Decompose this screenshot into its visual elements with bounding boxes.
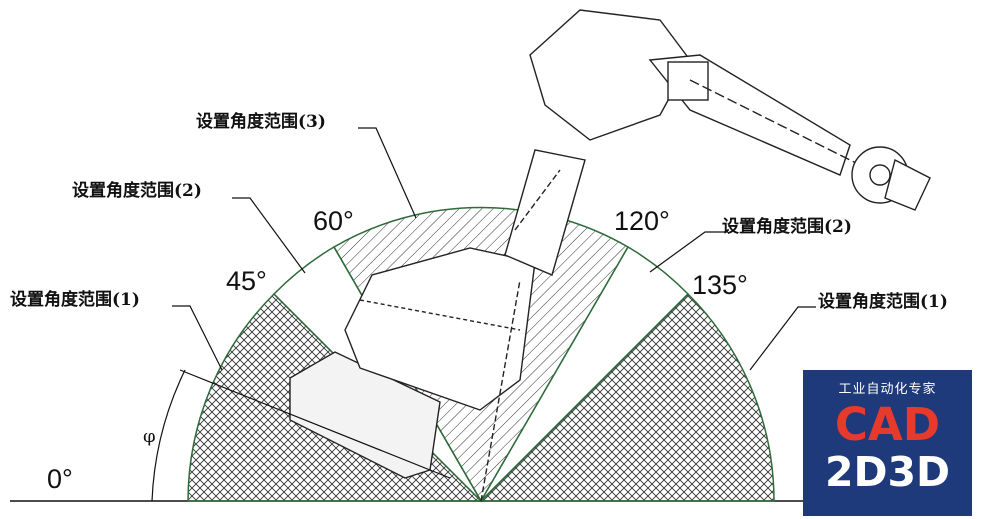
badge-cad-text: CAD — [834, 398, 941, 451]
phi-arc — [151, 369, 186, 502]
phi-ref-line — [179, 369, 451, 479]
leader-range1-right — [749, 306, 816, 371]
angle-60: 60° — [313, 206, 354, 236]
angle-phi: φ — [143, 426, 156, 447]
angle-120: 120° — [614, 206, 670, 236]
leader-range3 — [358, 127, 417, 219]
leader-range2-left — [232, 197, 306, 274]
label-range2-left: 设置角度范围(2) — [72, 180, 202, 201]
label-range1-right: 设置角度范围(1) — [818, 291, 948, 312]
label-range1-left: 设置角度范围(1) — [10, 289, 140, 310]
robot-arm-drawing — [289, 9, 931, 502]
angle-0: 0° — [47, 464, 73, 494]
leader-lines — [172, 127, 816, 371]
angle-45: 45° — [226, 266, 267, 296]
label-range3: 设置角度范围(3) — [196, 111, 326, 132]
leader-range2-right — [649, 231, 728, 273]
badge-subtitle: 工业自动化专家 — [838, 382, 937, 397]
label-range2-right: 设置角度范围(2) — [722, 216, 852, 237]
angle-135: 135° — [692, 270, 748, 300]
brand-badge: 工业自动化专家 CAD 2D3D — [803, 370, 972, 516]
sector-range1-right — [479, 292, 775, 502]
badge-2d3d-text: 2D3D — [824, 448, 951, 496]
leader-range1-left — [172, 305, 223, 371]
